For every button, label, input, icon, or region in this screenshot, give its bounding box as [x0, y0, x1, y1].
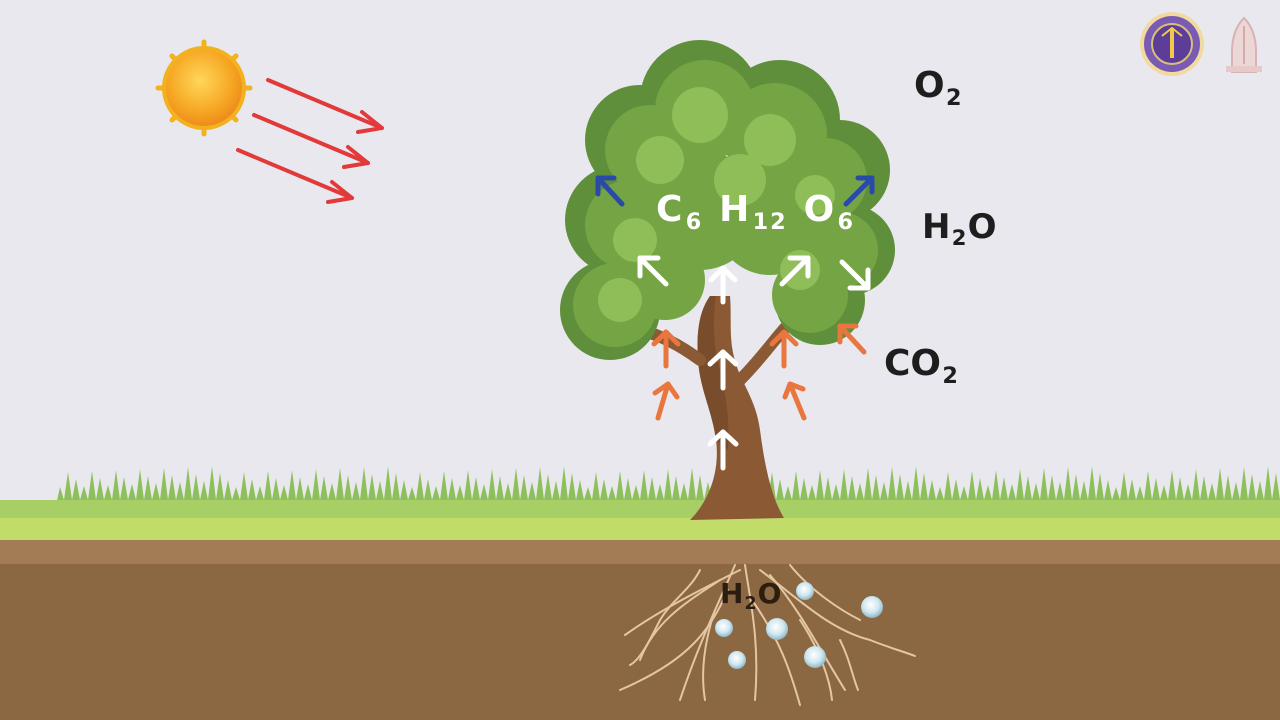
soil — [0, 564, 1280, 720]
university-crest-icon — [1226, 16, 1262, 73]
label-h2o-air: H2O — [922, 207, 997, 251]
water-drop — [861, 596, 883, 618]
water-droplets — [715, 582, 883, 669]
ray-arrow-1 — [266, 78, 384, 134]
flow-arrow-up-left — [637, 255, 669, 287]
sunlight-rays — [236, 78, 384, 204]
ground-light — [0, 518, 1280, 542]
co2-arrow — [769, 329, 799, 369]
sugar-flow-arrows — [637, 255, 871, 305]
o2-arrow-left — [595, 175, 625, 207]
university-seal-icon — [1140, 12, 1204, 76]
label-h2o-soil: H2O — [720, 577, 782, 615]
water-transport-arrows — [707, 349, 739, 471]
trunk-arrow-lower — [707, 429, 739, 471]
label-o2: O2 — [914, 65, 962, 111]
co2-arrow — [652, 381, 680, 421]
label-glucose: C6 H12 O6 — [656, 189, 856, 235]
water-drop — [728, 651, 746, 669]
ray-arrow-2 — [252, 113, 370, 169]
water-drop — [796, 582, 814, 600]
o2-arrow-right — [843, 175, 875, 207]
label-co2: CO2 — [884, 343, 958, 389]
flow-arrow-up-right — [779, 255, 811, 287]
ground-top — [0, 500, 1280, 520]
soil-top — [0, 540, 1280, 566]
roots — [619, 564, 916, 706]
sun-icon — [155, 39, 253, 137]
trunk-arrow-upper — [707, 349, 739, 391]
grass — [56, 466, 1280, 505]
co2-intake-arrows — [651, 323, 867, 421]
water-drop — [766, 618, 788, 640]
water-drop — [715, 619, 733, 637]
flow-arrow-down-right — [839, 259, 871, 291]
co2-arrow — [782, 381, 807, 421]
ray-arrow-3 — [236, 148, 354, 204]
oxygen-release-arrows — [595, 175, 875, 207]
co2-arrow — [837, 323, 867, 355]
co2-arrow — [651, 329, 681, 369]
water-drop — [804, 646, 826, 668]
flow-arrow-up — [708, 265, 738, 305]
